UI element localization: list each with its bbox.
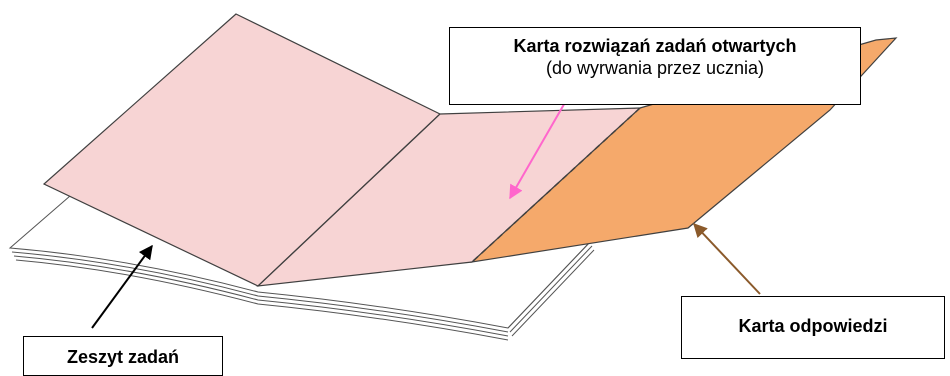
booklet-spine [257,113,441,287]
task-booklet-label: Zeszyt zadań [66,347,180,367]
arrow-to-task-booklet [91,244,153,329]
answer-card-label: Karta odpowiedzi [738,316,888,336]
arrow-to-answer-card [693,222,761,295]
answer-sheet-note: (do wyrwania przez ucznia) [545,58,765,78]
answer-card-callout: Karta odpowiedzi [681,296,945,359]
booklet-pages [8,183,595,341]
perforation-line [471,107,641,263]
answer-sheet-title: Karta rozwiązań zadań otwartych [513,36,797,56]
task-booklet-callout: Zeszyt zadań [23,336,223,376]
answer-sheet-callout: Karta rozwiązań zadań otwartych (do wyrw… [449,27,861,105]
